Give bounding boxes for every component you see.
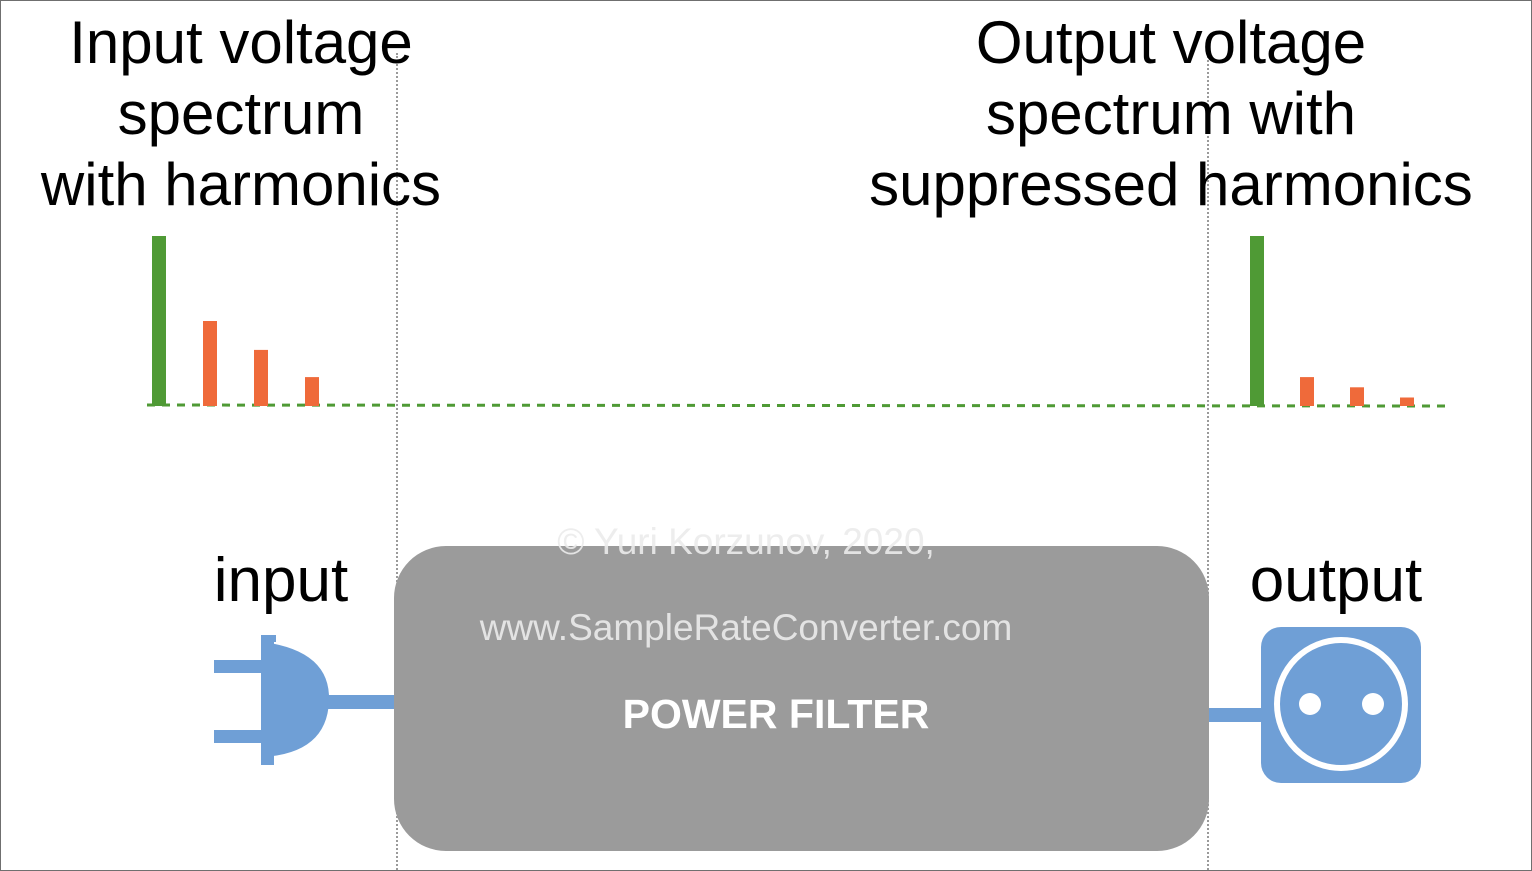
output-harmonic-bar-3 <box>1400 397 1414 406</box>
input-divider-line <box>396 53 398 870</box>
input-harmonic-bar-2 <box>254 349 268 406</box>
output-fundamental-bar <box>1250 236 1264 406</box>
power-filter-block <box>394 546 1209 851</box>
input-spectrum-caption: Input voltage spectrum with harmonics <box>40 9 442 218</box>
input-harmonic-bar-3 <box>305 377 319 406</box>
copyright-watermark: © Yuri Korzunov, 2020, www.SampleRateCon… <box>446 477 1046 692</box>
power-plug-icon <box>214 635 330 765</box>
output-label: output <box>1249 546 1423 615</box>
power-socket-icon <box>1261 627 1421 783</box>
spectrum-baseline <box>146 403 1450 408</box>
input-label: input <box>213 546 349 615</box>
input-wire <box>317 695 397 709</box>
input-spectrum <box>152 236 319 406</box>
output-harmonic-bar-2 <box>1350 387 1364 406</box>
input-fundamental-bar <box>152 236 166 406</box>
watermark-website: www.SampleRateConverter.com <box>479 607 1013 648</box>
output-spectrum-caption: Output voltage spectrum with suppressed … <box>869 9 1473 218</box>
output-divider-line <box>1207 53 1209 870</box>
watermark-author: © Yuri Korzunov, 2020, <box>557 521 935 562</box>
output-harmonic-bar-1 <box>1300 377 1314 406</box>
output-spectrum <box>1250 236 1414 406</box>
input-harmonic-bar-1 <box>203 321 217 406</box>
output-wire <box>1207 708 1263 722</box>
